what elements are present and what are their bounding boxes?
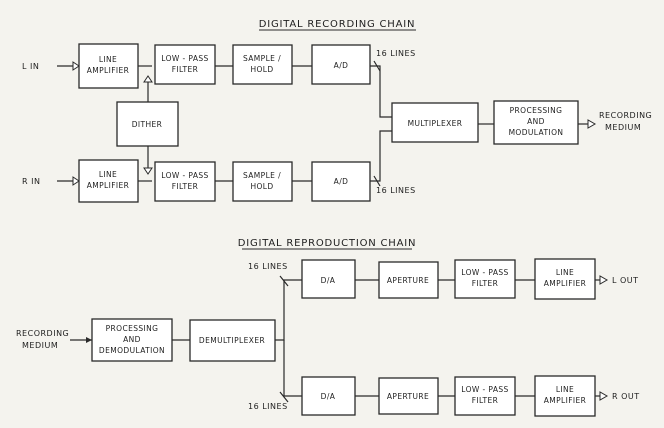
svg-text:APERTURE: APERTURE <box>387 276 429 285</box>
svg-text:LINE: LINE <box>99 170 117 179</box>
svg-text:AMPLIFIER: AMPLIFIER <box>87 66 130 75</box>
svg-text:LINE: LINE <box>99 55 117 64</box>
svg-text:AND: AND <box>527 117 545 126</box>
recording-medium-output: RECORDING MEDIUM <box>599 111 652 132</box>
demultiplexer: DEMULTIPLEXER <box>189 319 276 362</box>
svg-text:DITHER: DITHER <box>132 120 163 129</box>
line-amplifier-repro-left: LINE AMPLIFIER <box>534 258 596 300</box>
svg-text:RECORDING: RECORDING <box>16 329 69 338</box>
bus-label-repro-bottom: 16 LINES <box>248 402 288 411</box>
right-output-label: R OUT <box>612 392 640 401</box>
line-amplifier-left: LINE AMPLIFIER <box>78 43 139 89</box>
svg-text:FILTER: FILTER <box>472 279 499 288</box>
bus-label-repro-top: 16 LINES <box>248 262 288 271</box>
recording-arrows <box>72 61 597 186</box>
svg-text:LOW - PASS: LOW - PASS <box>161 171 208 180</box>
adc-right: A/D <box>311 161 371 202</box>
svg-text:DEMULTIPLEXER: DEMULTIPLEXER <box>199 336 265 345</box>
aperture-right: APERTURE <box>378 377 439 415</box>
dac-right: D/A <box>301 376 356 416</box>
svg-text:AMPLIFIER: AMPLIFIER <box>544 279 587 288</box>
recording-wires <box>57 60 590 187</box>
svg-text:LOW - PASS: LOW - PASS <box>461 385 508 394</box>
svg-text:PROCESSING: PROCESSING <box>106 324 159 333</box>
line-amplifier-right: LINE AMPLIFIER <box>78 159 139 203</box>
svg-text:RECORDING: RECORDING <box>599 111 652 120</box>
bus-label-top: 16 LINES <box>376 49 416 58</box>
svg-text:MULTIPLEXER: MULTIPLEXER <box>408 119 463 128</box>
svg-text:DEMODULATION: DEMODULATION <box>99 346 165 355</box>
low-pass-filter-repro-right: LOW - PASS FILTER <box>454 376 516 416</box>
svg-text:AND: AND <box>123 335 141 344</box>
left-output-label: L OUT <box>612 276 639 285</box>
sample-hold-left: SAMPLE / HOLD <box>232 44 293 85</box>
reproduction-wires <box>70 275 602 403</box>
svg-text:FILTER: FILTER <box>172 65 199 74</box>
left-input-label: L IN <box>22 62 39 71</box>
svg-text:MEDIUM: MEDIUM <box>22 341 58 350</box>
svg-text:AMPLIFIER: AMPLIFIER <box>544 396 587 405</box>
low-pass-filter-left: LOW - PASS FILTER <box>154 44 216 85</box>
recording-chain: DIGITAL RECORDING CHAIN <box>22 19 652 203</box>
svg-text:SAMPLE /: SAMPLE / <box>243 171 281 180</box>
svg-text:MEDIUM: MEDIUM <box>605 123 641 132</box>
right-input-label: R IN <box>22 177 40 186</box>
low-pass-filter-repro-left: LOW - PASS FILTER <box>454 259 516 299</box>
svg-text:D/A: D/A <box>321 392 336 401</box>
multiplexer: MULTIPLEXER <box>391 102 479 143</box>
low-pass-filter-right: LOW - PASS FILTER <box>154 161 216 202</box>
svg-text:HOLD: HOLD <box>250 182 273 191</box>
svg-text:PROCESSING: PROCESSING <box>510 106 563 115</box>
recording-title: DIGITAL RECORDING CHAIN <box>259 19 416 30</box>
reproduction-chain: DIGITAL REPRODUCTION CHAIN <box>16 238 640 417</box>
bus-label-bottom: 16 LINES <box>376 186 416 195</box>
svg-text:A/D: A/D <box>334 61 349 70</box>
svg-text:LOW - PASS: LOW - PASS <box>161 54 208 63</box>
svg-text:LOW - PASS: LOW - PASS <box>461 268 508 277</box>
reproduction-arrows <box>86 275 609 401</box>
svg-text:D/A: D/A <box>321 276 336 285</box>
svg-text:LINE: LINE <box>556 385 574 394</box>
svg-text:FILTER: FILTER <box>472 396 499 405</box>
svg-text:A/D: A/D <box>334 177 349 186</box>
processing-demodulation: PROCESSING AND DEMODULATION <box>91 318 173 362</box>
svg-text:AMPLIFIER: AMPLIFIER <box>87 181 130 190</box>
adc-left: A/D <box>311 44 371 85</box>
processing-modulation: PROCESSING AND MODULATION <box>493 100 579 145</box>
svg-text:MODULATION: MODULATION <box>509 128 564 137</box>
line-amplifier-repro-right: LINE AMPLIFIER <box>534 375 596 417</box>
svg-text:SAMPLE /: SAMPLE / <box>243 54 281 63</box>
aperture-left: APERTURE <box>378 261 439 299</box>
svg-text:LINE: LINE <box>556 268 574 277</box>
svg-text:FILTER: FILTER <box>172 182 199 191</box>
reproduction-title: DIGITAL REPRODUCTION CHAIN <box>238 238 417 249</box>
svg-text:APERTURE: APERTURE <box>387 392 429 401</box>
svg-text:HOLD: HOLD <box>250 65 273 74</box>
recording-medium-input: RECORDING MEDIUM <box>16 329 69 350</box>
sample-hold-right: SAMPLE / HOLD <box>232 161 293 202</box>
dither: DITHER <box>116 101 179 147</box>
dac-left: D/A <box>301 259 356 299</box>
